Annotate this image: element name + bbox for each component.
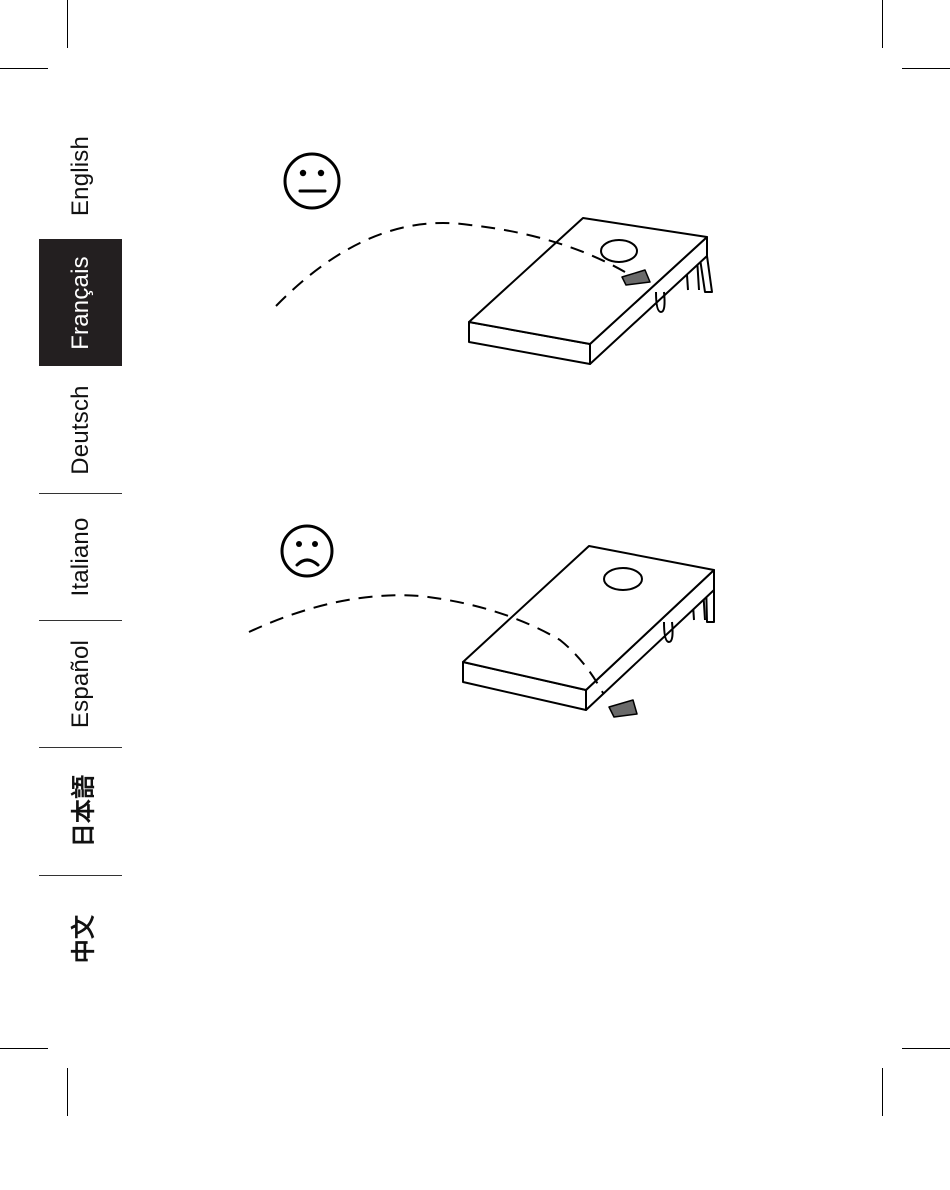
cornhole-board — [469, 218, 712, 364]
sad-face-icon — [282, 526, 332, 576]
neutral-face-icon — [285, 154, 339, 208]
scene-bag-off-board — [249, 526, 714, 717]
cornhole-board — [463, 546, 714, 710]
bean-bag — [609, 700, 637, 717]
scene-bag-on-board — [276, 154, 712, 364]
